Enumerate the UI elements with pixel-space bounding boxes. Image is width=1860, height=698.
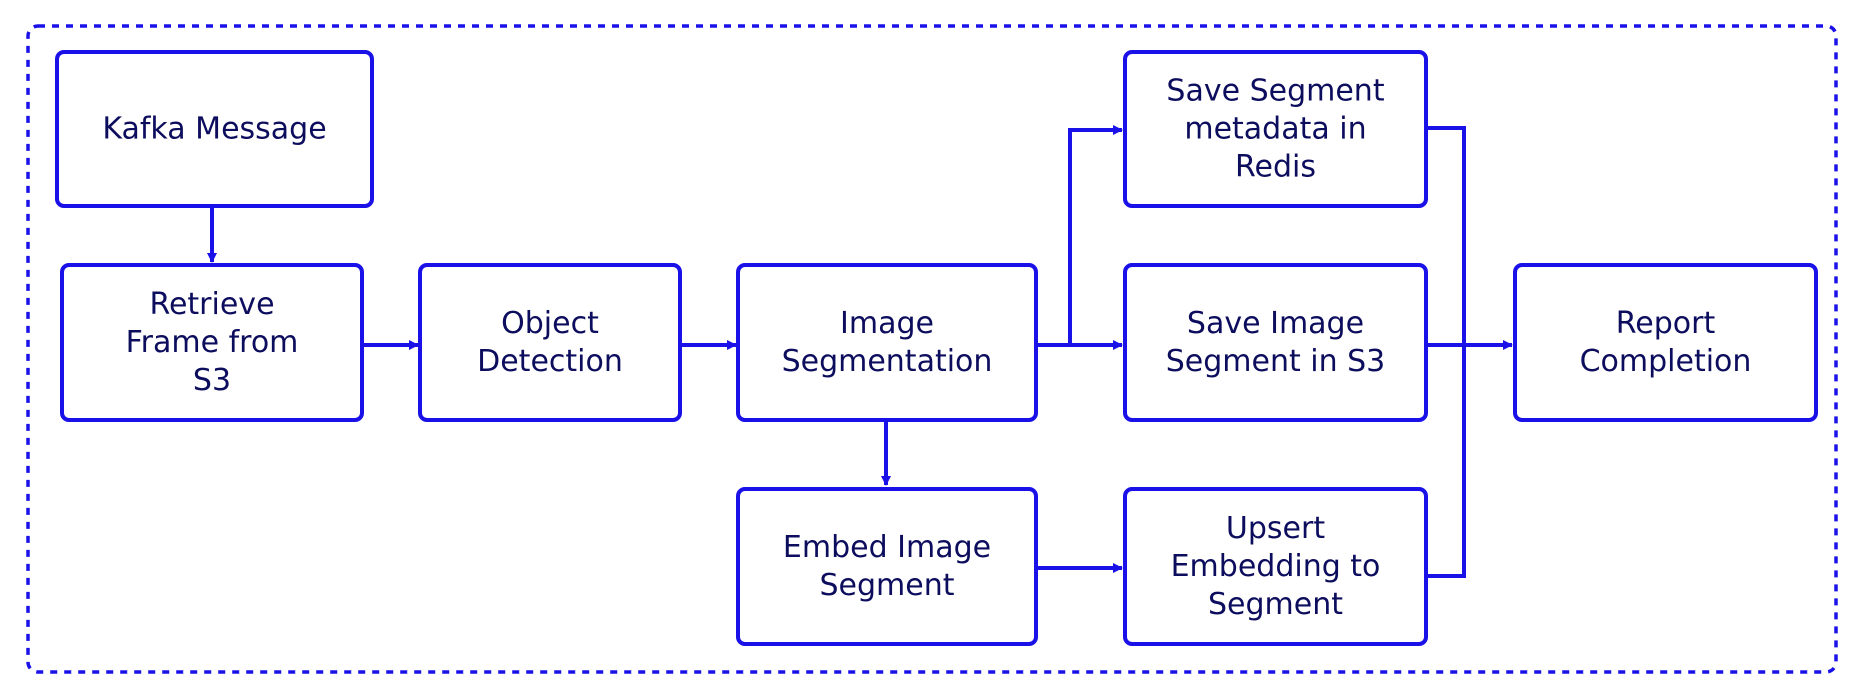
node-label-segment-line-2: Segmentation bbox=[782, 344, 993, 379]
edge-upsert-to-report bbox=[1426, 345, 1466, 578]
node-label-retrieve-line-2: Frame from bbox=[126, 325, 299, 360]
node-box-redis bbox=[1123, 50, 1428, 208]
node-box-report bbox=[1513, 263, 1818, 422]
node-label-upsert-line-1: Upsert bbox=[1226, 511, 1325, 546]
node-label-upsert-line-2: Embedding to bbox=[1171, 549, 1381, 584]
node-label-s3save-line-2: Segment in S3 bbox=[1166, 344, 1386, 379]
node-label-redis-line-1: Save Segment bbox=[1166, 74, 1384, 109]
node-box-kafka bbox=[55, 50, 374, 208]
node-label-retrieve-line-3: S3 bbox=[193, 363, 231, 398]
node-label-retrieve-line-1: Retrieve bbox=[149, 287, 274, 322]
edge-redis-to-report bbox=[1426, 126, 1466, 345]
node-label-redis-line-2: metadata in bbox=[1184, 112, 1366, 147]
node-label-kafka-line-1: Kafka Message bbox=[102, 112, 326, 147]
node-box-s3save bbox=[1123, 263, 1428, 422]
node-label-report-line-1: Report bbox=[1616, 306, 1716, 341]
node-box-embed bbox=[736, 487, 1038, 646]
node-kafka: Kafka Message bbox=[55, 50, 374, 208]
edge-segment-to-redis bbox=[1036, 125, 1123, 347]
node-box-segment bbox=[736, 263, 1038, 422]
node-label-report-line-2: Completion bbox=[1580, 344, 1752, 379]
node-box-detect bbox=[418, 263, 682, 422]
node-label-embed-line-2: Segment bbox=[820, 568, 955, 603]
node-label-detect-line-1: Object bbox=[501, 306, 599, 341]
node-label-redis-line-3: Redis bbox=[1235, 150, 1316, 185]
node-label-s3save-line-1: Save Image bbox=[1187, 306, 1364, 341]
node-box-retrieve bbox=[60, 263, 364, 422]
node-label-embed-line-1: Embed Image bbox=[783, 530, 991, 565]
node-box-upsert bbox=[1123, 487, 1428, 646]
node-label-segment-line-1: Image bbox=[840, 306, 934, 341]
node-label-upsert-line-3: Segment bbox=[1208, 587, 1343, 622]
connectors bbox=[207, 125, 1513, 578]
pipeline-boundary bbox=[26, 24, 1838, 674]
node-label-detect-line-2: Detection bbox=[477, 344, 623, 379]
